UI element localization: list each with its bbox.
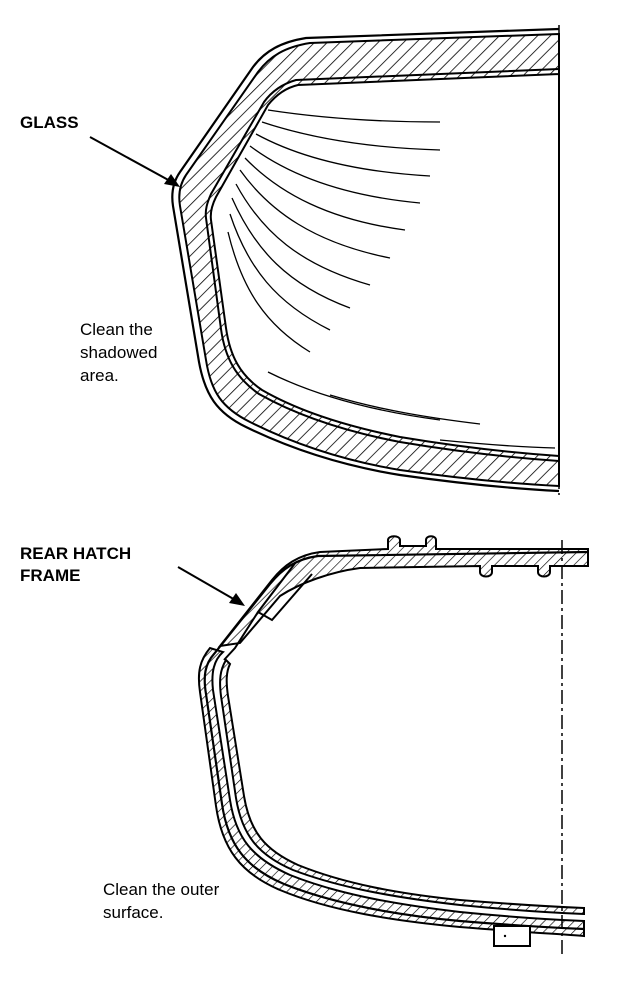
frame-callout-label: REAR HATCH FRAME [20, 543, 131, 587]
glass-inner-frame-line [204, 68, 560, 462]
glass-note-line: area. [80, 366, 119, 385]
glass-surface-lines [227, 109, 556, 449]
frame-lip [223, 561, 313, 661]
frame-section [177, 535, 589, 955]
frame-callout-line: REAR HATCH [20, 544, 132, 563]
glass-section [89, 25, 560, 495]
glass-clean-note: Clean the shadowed area. [80, 318, 158, 387]
frame-outer-edge [203, 550, 589, 931]
frame-clean-note: Clean the outer surface. [103, 878, 219, 924]
glass-leader-arrow [89, 136, 180, 187]
frame-top-rail [217, 535, 589, 648]
glass-note-line: Clean the [80, 320, 153, 339]
glass-callout-label: GLASS [20, 113, 79, 132]
glass-outer-edge [171, 27, 560, 493]
glass-shadowed-band [178, 32, 560, 488]
frame-callout-line: FRAME [20, 566, 81, 585]
glass-note-line: shadowed [80, 343, 158, 362]
frame-leader-arrow [177, 566, 245, 606]
frame-note-line: surface. [103, 903, 164, 922]
frame-side-band [197, 646, 585, 938]
frame-note-line: Clean the outer [103, 880, 220, 899]
frame-bottom-clip [493, 925, 531, 947]
